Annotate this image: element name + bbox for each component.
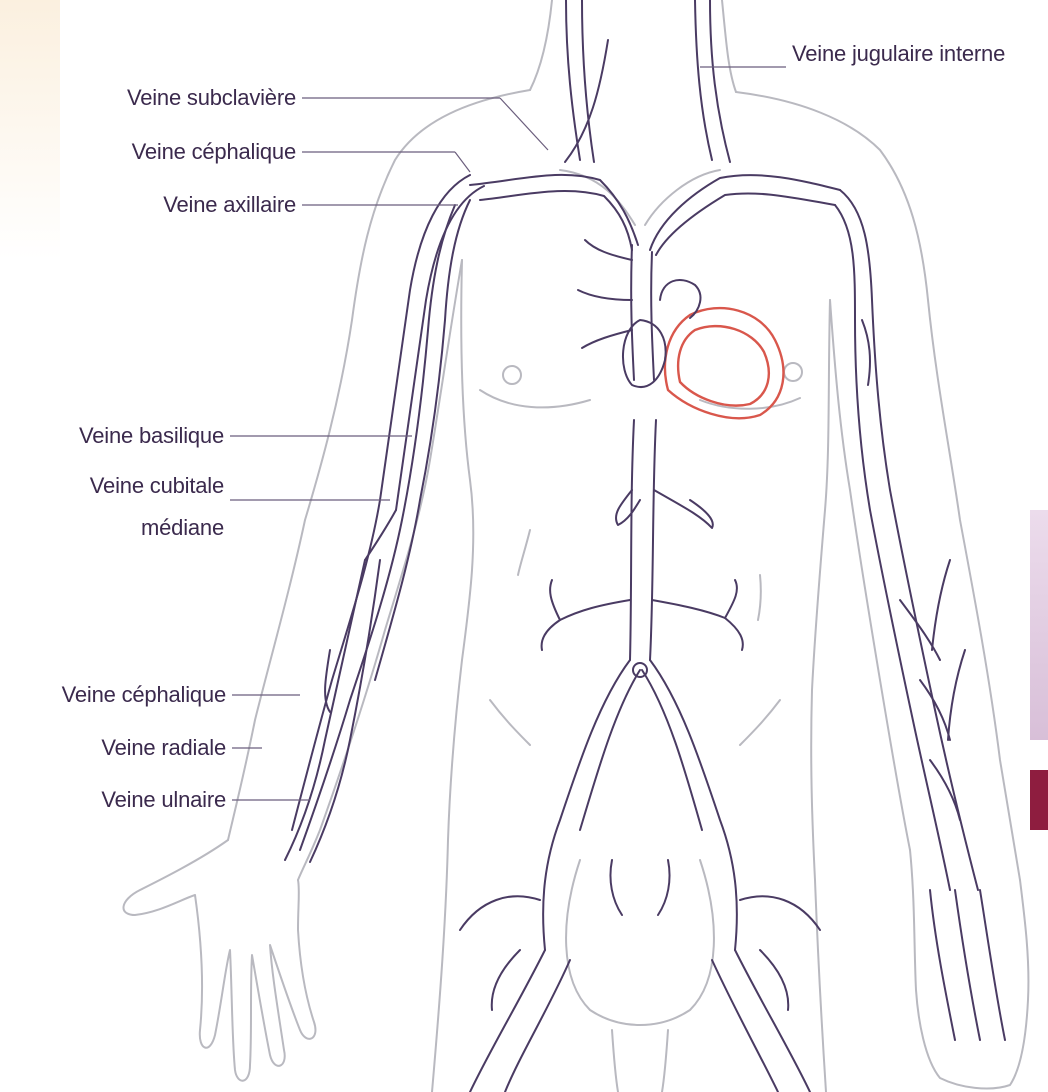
hip-left-line [490,700,530,745]
subclavian-left [470,175,638,245]
hip-right-line [740,700,780,745]
abdomen-right-line [758,575,761,620]
jugular-left-a [566,0,580,160]
heart-icon [623,280,783,418]
label-veine-cubitale-line1: Veine cubitale [0,472,224,500]
left-hand-outline [124,840,316,1081]
right-atrium [623,320,666,387]
hepatic-branch-right [654,490,713,528]
right-arm-outer-outline [736,92,1020,880]
inferior-vena-cava-b [650,420,656,660]
superior-vena-cava-b [651,252,654,380]
superior-vena-cava-a [631,245,634,380]
basilic-vein-left [300,205,455,850]
femoral-right-b [712,960,778,1092]
median-cubital-left [365,510,396,560]
aortic-arch [660,280,700,318]
right-arm-side-branch [862,320,870,385]
subclavian-right-b [656,193,835,255]
basilic-vein-right [835,205,950,890]
cephalic-vein-upper-left [292,175,470,830]
hand-veins-right [930,890,1005,1040]
leader-subclaviere-bend [500,98,548,150]
forearm-branch-left [325,650,330,712]
pelvic-left-branch [460,896,540,1010]
renal-left [560,600,630,620]
inferior-vena-cava-a [630,420,634,660]
clavicle-right [645,170,720,225]
cephalic-vein-right [840,190,978,890]
renal-left-tributary [542,580,560,650]
cephalic-vein-upper-left-b [396,186,484,510]
neck-left-outline [530,0,552,90]
inner-thigh-right [662,1030,668,1092]
right-hand-outline [910,850,1028,1089]
label-veine-axillaire: Veine axillaire [60,191,296,219]
femoral-left-b [505,960,570,1092]
femoral-left [470,950,545,1092]
pelvic-right-branch [740,896,820,1010]
gonadal-right [658,860,670,915]
subclavian-right [650,175,840,250]
torso-right-outline [811,300,830,1092]
hepatic-branch-left [616,490,640,525]
label-veine-jugulaire-interne: Veine jugulaire interne [792,40,1005,68]
neck-right-outline [722,0,736,92]
leader-cephalique-upper-bend [455,152,470,172]
groin-outline [566,860,714,1025]
forearm-network-right-b [932,560,965,740]
label-veine-radiale: Veine radiale [0,734,226,762]
azygos-branch-1 [585,240,632,260]
inner-thigh-left [612,1030,618,1092]
subclavian-left-b [480,191,632,250]
gonadal-left [610,860,622,915]
label-veine-subclaviere: Veine subclavière [60,84,296,112]
right-nipple [784,363,802,381]
leader-lines [230,67,786,800]
ulnar-vein-left [310,560,380,862]
renal-right-tributary [725,580,743,650]
renal-right [652,600,725,618]
label-veine-cephalique-lower: Veine céphalique [0,681,226,709]
label-veine-cephalique-upper: Veine céphalique [60,138,296,166]
chest-left-contour [480,390,590,407]
label-veine-cubitale-line2: médiane [0,514,224,542]
left-nipple [503,366,521,384]
jugular-right-b [710,0,730,162]
heart-inner [678,326,769,405]
right-arm-inner-outline [830,300,910,850]
label-veine-ulnaire: Veine ulnaire [0,786,226,814]
azygos-branch-2 [578,290,632,300]
jugular-left-b [582,0,594,162]
femoral-right [735,950,810,1092]
abdomen-left-line [518,530,530,575]
label-veine-basilique: Veine basilique [0,422,224,450]
heart-outline [665,308,783,418]
